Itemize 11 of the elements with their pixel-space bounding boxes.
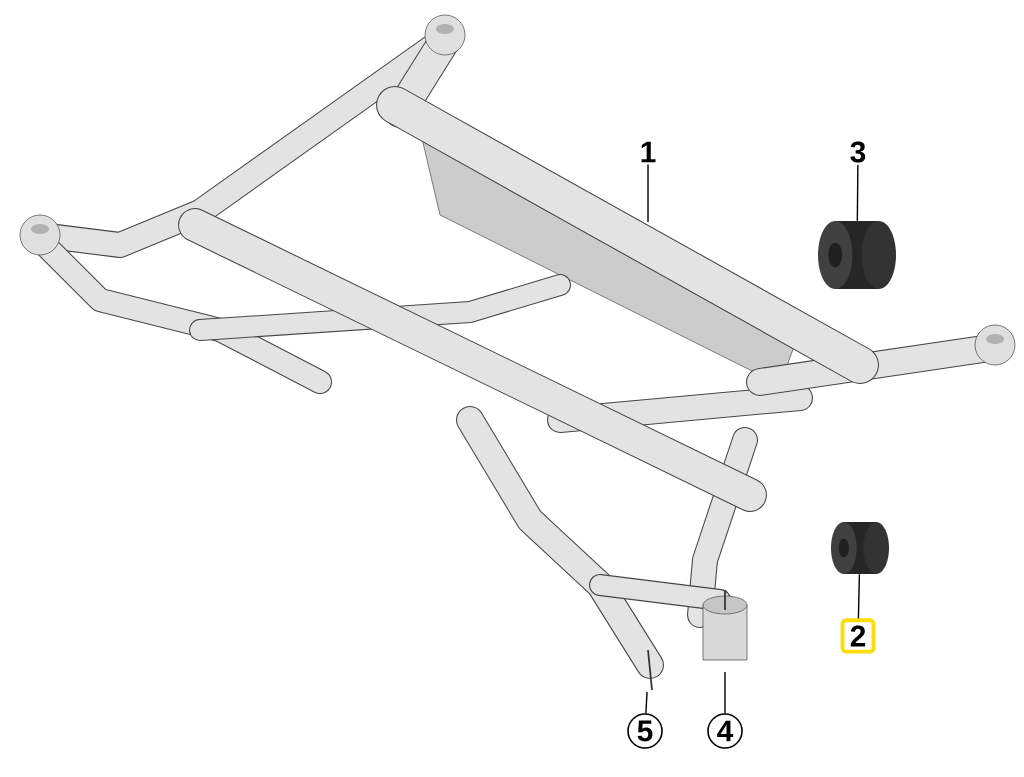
leader-line [856, 164, 859, 222]
subframe-drawing [19, 14, 1016, 691]
leader-line [645, 691, 648, 714]
bushing-drawing [831, 522, 889, 574]
leader-line [857, 573, 861, 620]
callout-number: 5 [627, 713, 663, 749]
leader-line [647, 163, 649, 223]
callout-number: 4 [707, 713, 743, 749]
leader-line [724, 671, 726, 714]
callout-number: 2 [840, 618, 876, 654]
bushing-drawing [818, 221, 896, 289]
